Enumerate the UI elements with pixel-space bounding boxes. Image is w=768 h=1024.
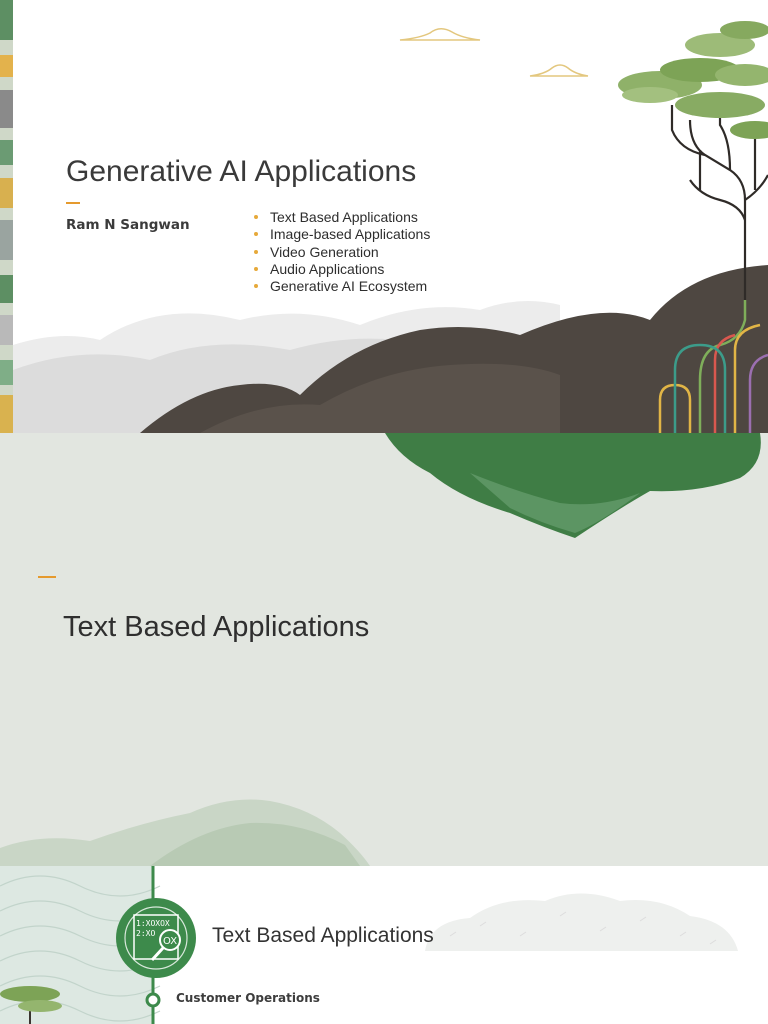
agenda-item: Audio Applications	[252, 261, 430, 278]
agenda-item: Image-based Applications	[252, 226, 430, 243]
agenda-list: Text Based Applications Image-based Appl…	[252, 209, 430, 295]
cloud-icons	[399, 28, 589, 77]
author-name: Ram N Sangwan	[66, 217, 190, 233]
content-title: Text Based Applications	[212, 924, 434, 947]
svg-text:1:XOXOX: 1:XOXOX	[136, 919, 170, 928]
title-slide: Generative AI Applications Ram N Sangwan…	[0, 0, 768, 433]
accent-dash	[38, 576, 56, 578]
section-slide	[0, 433, 768, 866]
accent-dash	[66, 202, 80, 204]
left-pattern-strip	[0, 0, 13, 433]
slide-title: Generative AI Applications	[66, 155, 417, 188]
svg-text:OX: OX	[163, 936, 177, 947]
landscape-illustration	[0, 0, 768, 433]
section-heading: Customer Operations	[176, 991, 320, 1005]
tic-tac-toe-magnifier-icon: 1:XOXOX 2:XO OX	[116, 898, 196, 978]
agenda-item: Video Generation	[252, 244, 430, 261]
tree-canopy	[618, 21, 768, 139]
agenda-item: Text Based Applications	[252, 209, 430, 226]
svg-text:2:XO: 2:XO	[136, 929, 155, 938]
section-title: Text Based Applications	[63, 611, 370, 643]
agenda-item: Generative AI Ecosystem	[252, 278, 430, 295]
section-illustration	[0, 433, 761, 866]
